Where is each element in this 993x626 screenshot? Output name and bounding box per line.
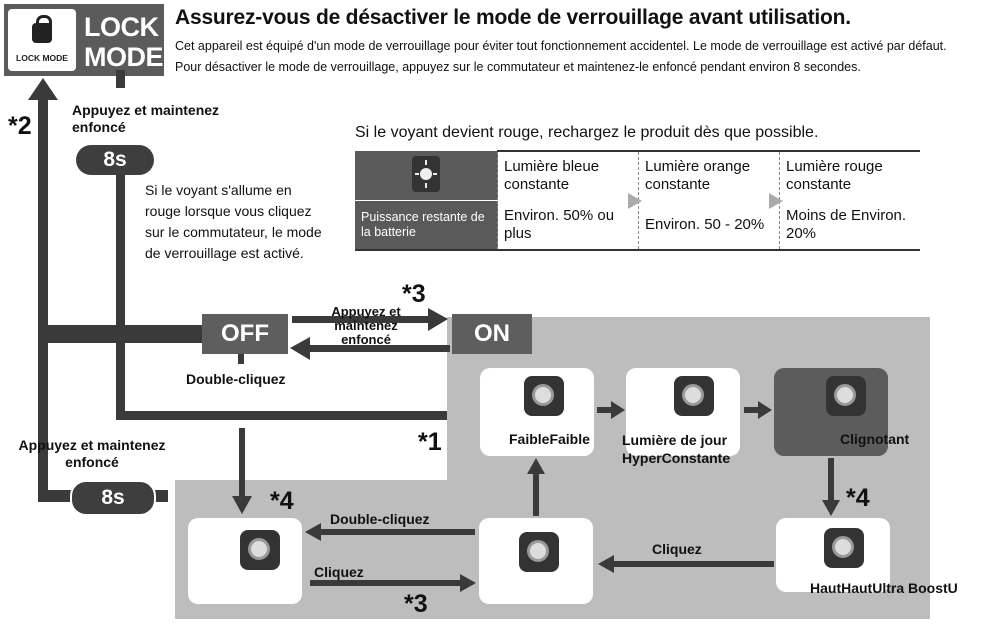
intro-text: Cet appareil est équipé d'un mode de ver… <box>175 39 947 74</box>
arrow-off-to-on <box>292 316 430 323</box>
page-title: Assurez-vous de désactiver le mode de ve… <box>175 6 851 29</box>
mode-tile-boost <box>188 518 302 604</box>
hold-label-top: Appuyez et maintenez enfoncé <box>72 102 220 135</box>
battery-level-high: Environ. 50% ou plus <box>497 200 639 251</box>
chevron-right-icon <box>628 193 642 209</box>
pill-8s-top: 8s <box>76 145 154 175</box>
click-label-mid: Cliquez <box>652 541 702 557</box>
arrow-right-icon <box>428 308 448 331</box>
light-icon <box>674 376 714 416</box>
note-star3-bottom: *3 <box>404 590 428 618</box>
hold-label-bottom: Appuyez et maintenez enfoncé <box>18 437 166 470</box>
arrow-down-icon <box>232 496 252 514</box>
lock-mode-badge: LOCK MODE LOCK MODE <box>4 4 164 76</box>
mode-tile-faible <box>480 368 594 456</box>
arrow-left-icon <box>290 337 310 360</box>
pill-8s-bottom: 8s <box>70 480 156 516</box>
arrow-right-icon <box>744 401 772 419</box>
note-star4-left: *4 <box>270 487 294 515</box>
flow-line-top <box>116 70 125 88</box>
battery-state-blue: Lumière bleue constante <box>497 150 639 201</box>
note-star1: *1 <box>418 428 442 456</box>
off-connector <box>238 354 244 364</box>
battery-indicator-icon <box>412 155 440 192</box>
flow-line-left <box>38 98 48 502</box>
arrow-left-icon <box>598 555 774 573</box>
flow-line-down <box>116 172 125 420</box>
on-state: ON <box>452 314 532 354</box>
note-star2: *2 <box>8 112 32 140</box>
lock-note: Si le voyant s'allume en rouge lorsque v… <box>145 182 322 261</box>
mode-tile-clignotant <box>774 368 888 456</box>
arrow-up-icon <box>28 78 58 100</box>
lock-word: LOCK <box>84 12 159 42</box>
double-click-off: Double-cliquez <box>186 371 286 387</box>
off-state: OFF <box>202 314 288 354</box>
arrow-up-icon <box>527 458 545 516</box>
hold-switch-label: Appuyez et maintenez enfoncé <box>331 304 401 347</box>
click-label-bottom: Cliquez <box>314 564 364 580</box>
mode-label-haut: HautHautUltra BoostU <box>810 580 958 596</box>
arrow-right-icon <box>597 401 625 419</box>
battery-table: Lumière bleue constante Lumière orange c… <box>355 150 920 251</box>
arrow-down-icon <box>822 458 840 516</box>
battery-title: Si le voyant devient rouge, rechargez le… <box>355 124 819 141</box>
note-star4-right: *4 <box>846 484 870 512</box>
battery-state-red: Lumière rouge constante <box>779 150 920 201</box>
battery-state-orange: Lumière orange constante <box>638 150 780 201</box>
light-icon <box>824 528 864 568</box>
mode-tile-jour <box>626 368 740 456</box>
mode-label-clignotant: Clignotant <box>840 431 910 447</box>
arrow-down-line <box>239 428 245 498</box>
battery-level-mid: Environ. 50 - 20% <box>638 200 780 251</box>
lock-power-icon: LOCK MODE <box>8 9 76 71</box>
mode-tile-medium <box>479 518 593 604</box>
light-icon <box>519 532 559 572</box>
battery-indicator-cell <box>355 151 498 201</box>
mode-word: MODE <box>84 42 164 72</box>
light-icon <box>524 376 564 416</box>
mode-label-faible: FaibleFaible <box>509 431 590 447</box>
mode-label-jour: Lumière de jour HyperConstante <box>622 432 731 466</box>
chevron-right-icon <box>769 193 783 209</box>
note-star3-top: *3 <box>402 280 426 308</box>
arrow-left-icon <box>305 523 475 541</box>
battery-level-low: Moins de Environ. 20% <box>779 200 920 251</box>
battery-row-label: Puissance restante de la batterie <box>355 200 498 251</box>
lock-icon-caption: LOCK MODE <box>16 53 68 63</box>
arrow-right-icon <box>310 574 476 592</box>
light-icon <box>826 376 866 416</box>
double-click-bottom: Double-cliquez <box>330 511 430 527</box>
flow-line-to-on <box>116 411 466 420</box>
arrow-on-to-off <box>310 345 450 352</box>
mode-tile-haut <box>776 518 890 592</box>
light-icon <box>240 530 280 570</box>
